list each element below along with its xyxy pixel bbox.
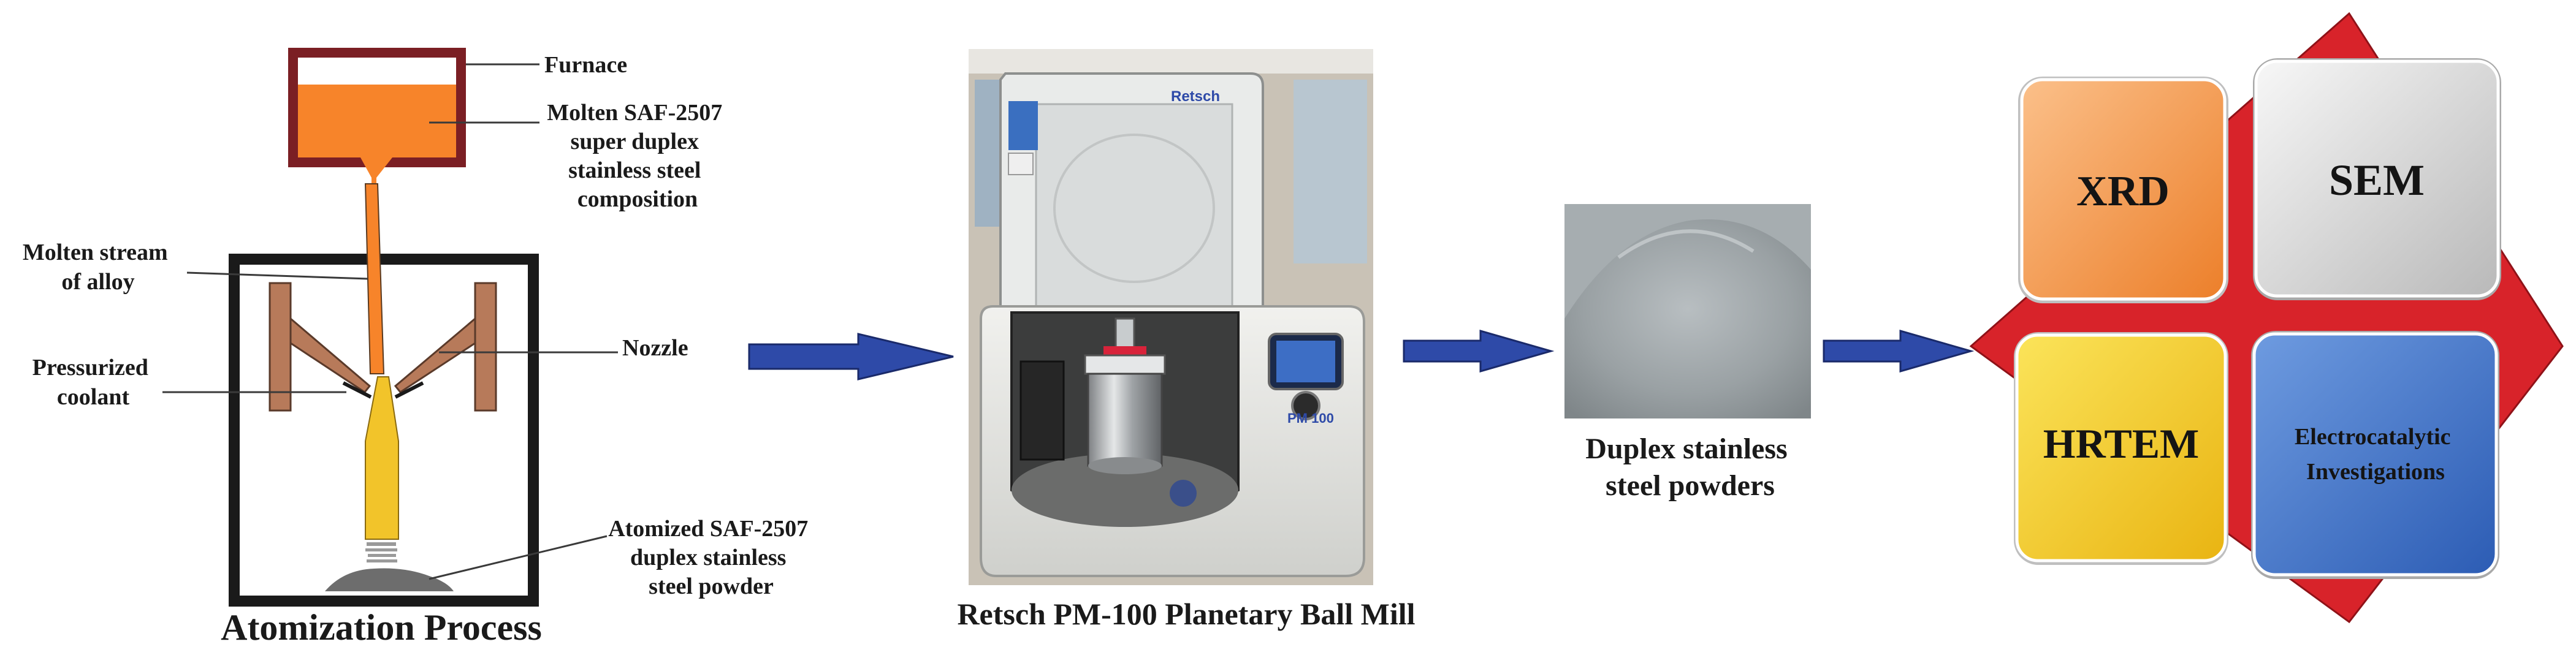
- tile-electrocatalytic: Electrocatalytic Investigations: [2251, 331, 2499, 579]
- mill-brand: Retsch: [1171, 88, 1220, 105]
- label-molten: Molten SAF-2507 super duplex stainless s…: [547, 100, 728, 212]
- ball-mill-photo: Retsch PM 100 Retsch PM-100 Planetary Ba…: [957, 49, 1416, 631]
- label-coolant: Pressurized coolant: [32, 355, 154, 410]
- label-molten-stream: Molten stream of alloy: [23, 240, 173, 295]
- powder-caption: Duplex stainless steel powders: [1585, 433, 1794, 502]
- coolant-jet-right: [394, 381, 424, 399]
- tile-hrtem-label: HRTEM: [2043, 420, 2200, 467]
- leader-lines: [162, 63, 618, 580]
- tile-hrtem: HRTEM: [2014, 332, 2228, 565]
- tile-sem: SEM: [2253, 58, 2501, 300]
- atomization-chamber: [229, 254, 539, 607]
- arrow-3: [1823, 330, 1975, 373]
- molten-metal: [298, 85, 456, 189]
- tile-xrd-label: XRD: [2076, 168, 2170, 215]
- mill-logo: [1170, 480, 1197, 507]
- droplet-spray: [365, 542, 397, 562]
- tile-electrocatalytic-label: Electrocatalytic Investigations: [2295, 424, 2456, 485]
- nozzle-left: [289, 316, 372, 394]
- grinding-jar: [1084, 317, 1166, 474]
- coolant-jet-left: [342, 381, 372, 399]
- nozzle-right: [394, 316, 476, 394]
- clamp-arm: [1019, 360, 1065, 461]
- atomization-title: Atomization Process: [221, 607, 542, 648]
- characterization-panel: XRD SEM HRTEM Electrocatalytic Investiga…: [1969, 12, 2564, 624]
- arrow-1: [748, 333, 954, 381]
- label-atomized: Atomized SAF-2507 duplex stainless steel…: [608, 516, 814, 599]
- flow-arrows: [748, 330, 1975, 381]
- arrow-2: [1403, 330, 1555, 373]
- nozzle-right-block: [474, 282, 497, 412]
- atomization-section: Furnace Molten SAF-2507 super duplex sta…: [23, 48, 814, 648]
- powder-photo: Duplex stainless steel powders: [1564, 204, 1811, 502]
- tile-xrd: XRD: [2018, 77, 2228, 303]
- molten-stream: [364, 183, 385, 374]
- nozzle-left-block: [269, 282, 292, 412]
- lid-stickers: [1008, 101, 1038, 150]
- label-nozzle: Nozzle: [622, 335, 688, 361]
- control-knob: [1291, 391, 1320, 420]
- tile-sem-label: SEM: [2329, 156, 2425, 205]
- atomized-jet: [365, 376, 399, 540]
- ball-mill-title: Retsch PM-100 Planetary Ball Mill: [957, 597, 1415, 631]
- powder-pile: [325, 568, 454, 591]
- label-furnace: Furnace: [544, 52, 627, 78]
- mill-model: PM 100: [1287, 411, 1334, 426]
